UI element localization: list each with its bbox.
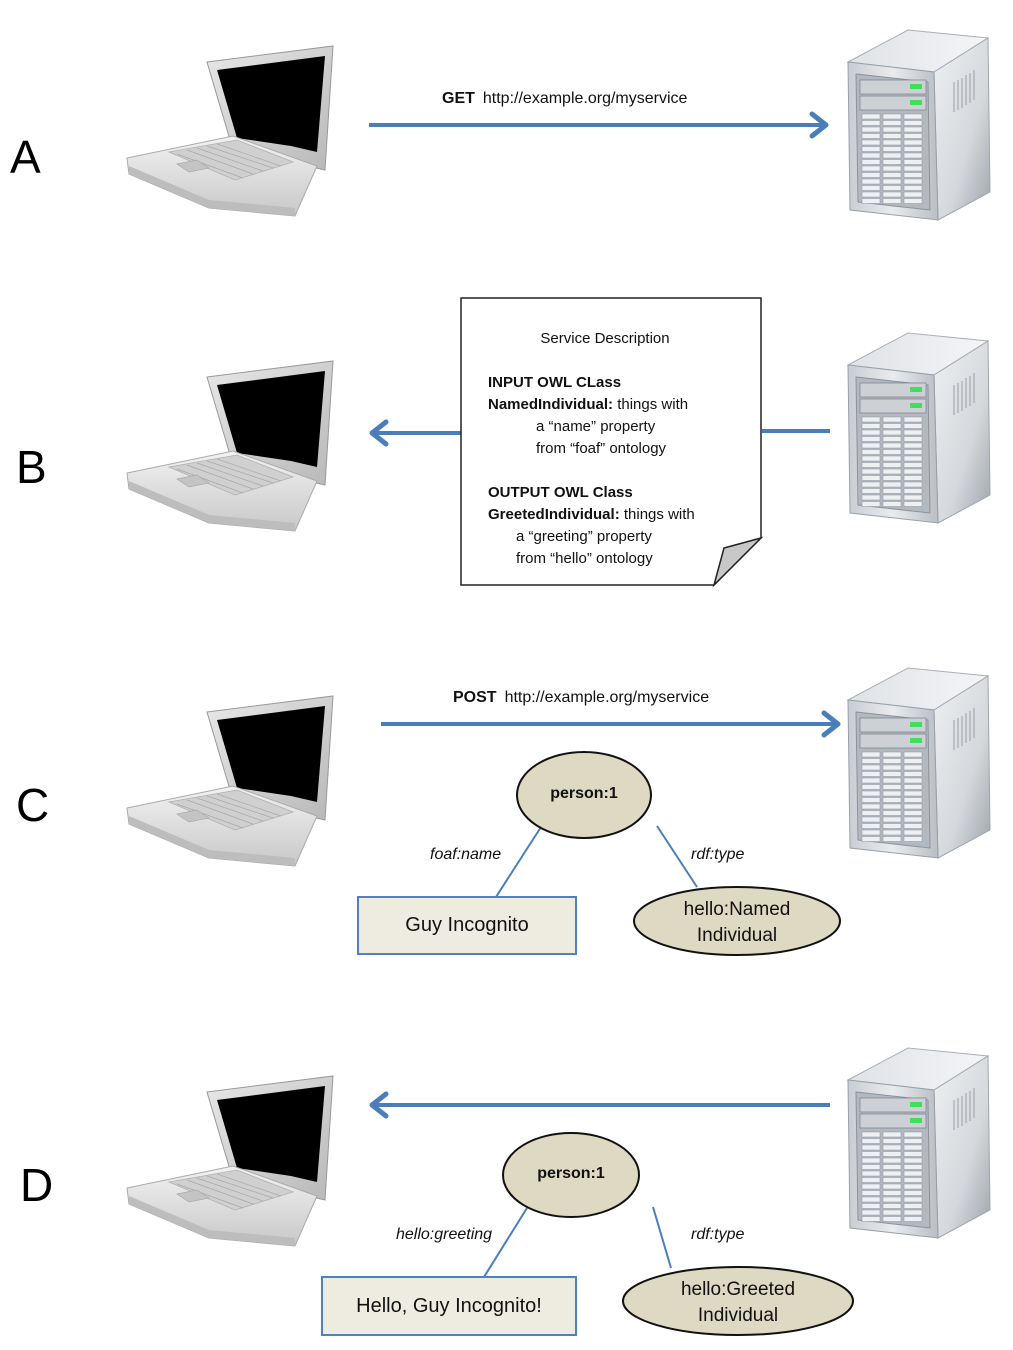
input-desc-2: a “name” property xyxy=(536,418,656,435)
doc-title: Service Description xyxy=(540,330,670,347)
input-desc-1: things with xyxy=(617,396,689,413)
response-arrow-b xyxy=(369,419,830,447)
literal-node xyxy=(357,896,577,955)
subject-node xyxy=(516,751,652,839)
panel-letter-c: C xyxy=(16,779,50,831)
request-url: http://example.org/myservice xyxy=(504,689,710,706)
output-desc-3: from “hello” ontology xyxy=(516,550,653,567)
service-description-text: Service Description INPUT OWL CLass Name… xyxy=(460,298,762,586)
input-class-name: NamedIndividual: xyxy=(488,396,614,413)
edge-foaf-name xyxy=(495,826,542,898)
class-node xyxy=(633,886,841,956)
edge-label-hello-greeting: hello:greeting xyxy=(396,1226,493,1243)
literal-node-label: Guy Incognito xyxy=(405,914,529,936)
laptop-icon xyxy=(126,1075,334,1247)
http-method: POST xyxy=(453,689,497,706)
class-node-label: hello:Greeted Individual xyxy=(623,1277,853,1329)
subject-node-label: person:1 xyxy=(550,785,618,802)
http-method: GET xyxy=(442,90,475,107)
request-label-c: POST http://example.org/myservice xyxy=(453,689,709,707)
request-label-a: GET http://example.org/myservice xyxy=(442,90,687,108)
panel-letter-d: D xyxy=(20,1159,54,1211)
output-desc-1: things with xyxy=(623,506,695,523)
class-node-line-1: hello:Named xyxy=(683,899,791,920)
service-description-document xyxy=(460,297,764,588)
request-url: http://example.org/myservice xyxy=(482,90,688,107)
subject-node-label: person:1 xyxy=(537,1165,605,1182)
literal-node-label: Hello, Guy Incognito! xyxy=(356,1295,542,1317)
panel-letter-b: B xyxy=(16,441,47,493)
edge-label-rdf-type: rdf:type xyxy=(691,846,745,863)
laptop-icon xyxy=(126,360,334,532)
server-tower-icon xyxy=(847,332,991,524)
rdf-graph-c xyxy=(357,751,841,956)
class-node xyxy=(622,1266,854,1336)
output-class-name: GreetedIndividual: xyxy=(488,506,620,523)
rdf-graph-d xyxy=(321,1132,854,1336)
edge-rdf-type xyxy=(656,825,698,888)
edge-label-foaf-name: foaf:name xyxy=(430,846,502,863)
response-arrow-d xyxy=(369,1091,830,1119)
input-heading: INPUT OWL CLass xyxy=(488,374,622,391)
input-desc-3: from “foaf” ontology xyxy=(536,440,667,457)
class-node-line-2: Individual xyxy=(697,1305,779,1326)
server-tower-icon xyxy=(847,29,991,221)
class-node-line-2: Individual xyxy=(696,925,778,946)
request-arrow-c xyxy=(381,710,841,738)
edge-rdf-type xyxy=(652,1206,672,1269)
laptop-icon xyxy=(126,45,334,217)
output-heading: OUTPUT OWL Class xyxy=(488,484,633,501)
edge-hello-greeting xyxy=(483,1207,528,1278)
subject-node xyxy=(502,1132,640,1218)
edge-label-rdf-type: rdf:type xyxy=(691,1226,745,1243)
page-curl-icon xyxy=(712,536,764,588)
literal-node xyxy=(321,1276,577,1336)
output-desc-2: a “greeting” property xyxy=(516,528,652,545)
panel-letter-a: A xyxy=(10,131,41,183)
server-tower-icon xyxy=(847,1047,991,1239)
laptop-icon xyxy=(126,695,334,867)
request-arrow-a xyxy=(369,111,829,139)
class-node-label: hello:Named Individual xyxy=(634,897,840,949)
class-node-line-1: hello:Greeted xyxy=(680,1279,796,1300)
server-tower-icon xyxy=(847,667,991,859)
